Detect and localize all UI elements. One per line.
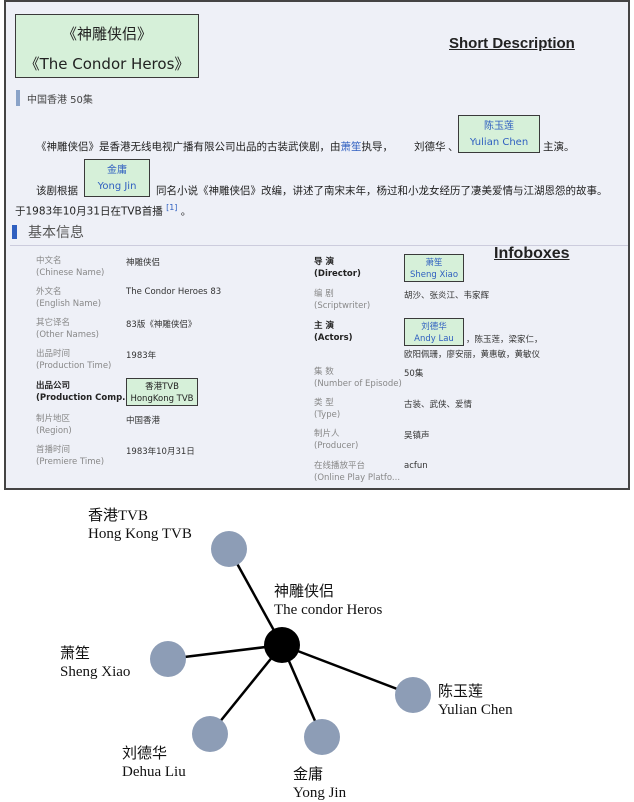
- info-value: The Condor Heroes 83: [126, 287, 222, 297]
- node-center: [264, 627, 300, 663]
- info-value: 1983年10月31日: [126, 447, 195, 457]
- info-value: 50集: [404, 369, 424, 379]
- actress-box: 陈玉莲 Yulian Chen: [458, 115, 540, 153]
- description-line-3: 于1983年10月31日在TVB首播 [1] 。: [15, 203, 192, 218]
- actors-links-2[interactable]: 欧阳佩珊，廖安丽，黄惠敏，黄敏仪: [404, 350, 541, 360]
- section-bar: [12, 225, 17, 239]
- info-value: 古装、武侠、爱情: [404, 400, 473, 410]
- node-sheng-xiao: [150, 641, 186, 677]
- region-episodes: 中国香港 50集: [27, 95, 93, 106]
- info-value: 吴镇声: [404, 431, 430, 441]
- director-box: 萧笙 Sheng Xiao: [404, 254, 464, 282]
- title-cn: 《神雕侠侣》: [61, 25, 152, 43]
- scriptwriter-links[interactable]: 胡沙、张炎江、韦家辉: [404, 291, 490, 301]
- edge-tvb: [227, 548, 284, 646]
- info-label: 主 演(Actors): [314, 321, 353, 343]
- reference-link[interactable]: [1]: [166, 203, 178, 212]
- info-label: 首播时间(Premiere Time): [36, 445, 105, 467]
- knowledge-graph: [150, 531, 431, 755]
- info-value: 神雕侠侣: [126, 258, 161, 268]
- info-value: 中国香港: [126, 416, 161, 426]
- short-description-label: Short Description: [449, 35, 575, 52]
- node-tvb: [211, 531, 247, 567]
- info-label: 类 型(Type): [314, 398, 341, 420]
- description-line-1: 《神雕侠侣》是香港无线电视广播有限公司出品的古装武侠剧，由萧笙执导，: [36, 141, 393, 153]
- info-value: 1983年: [126, 351, 157, 361]
- edge-dehua-liu: [209, 644, 283, 735]
- title-en: 《The Condor Heros》: [24, 55, 190, 73]
- info-label: 出品时间(Production Time): [36, 349, 112, 371]
- info-label: 导 演(Director): [314, 257, 361, 279]
- actors-links[interactable]: ，陈玉莲，梁家仁，: [466, 335, 543, 345]
- info-label: 在线播放平台(Online Play Platfo...: [314, 461, 401, 483]
- node-yulian-chen: [395, 677, 431, 713]
- section-divider: [10, 245, 628, 246]
- baike-screenshot-panel: 《神雕侠侣》 《The Condor Heros》 Short Descript…: [4, 0, 630, 490]
- info-label: 外文名(English Name): [36, 287, 102, 309]
- production-company-box: 香港TVB HongKong TVB: [126, 378, 198, 406]
- info-label: 中文名(Chinese Name): [36, 256, 105, 278]
- edge-sheng-xiao: [167, 643, 283, 661]
- info-label: 其它译名(Other Names): [36, 318, 99, 340]
- title-box: 《神雕侠侣》 《The Condor Heros》: [15, 14, 199, 78]
- section-title: 基本信息: [28, 225, 84, 241]
- info-label: 出品公司(Production Comp...: [36, 381, 132, 403]
- info-label: 编 剧(Scriptwriter): [314, 289, 371, 311]
- actor-box: 刘德华 Andy Lau: [404, 318, 464, 346]
- edge-yulian-chen: [281, 643, 414, 697]
- node-yong-jin: [304, 719, 340, 755]
- infoboxes-label: Infoboxes: [494, 245, 570, 262]
- info-value: acfun: [404, 461, 428, 471]
- info-label: 制片人(Producer): [314, 429, 359, 451]
- info-label: 制片地区(Region): [36, 414, 72, 436]
- node-dehua-liu: [192, 716, 228, 752]
- actor-link[interactable]: 刘德华: [414, 141, 446, 153]
- info-label: 集 数(Number of Episode): [314, 367, 402, 389]
- region-bar: [16, 90, 20, 106]
- director-link[interactable]: 萧笙: [340, 141, 362, 153]
- info-value: 83版《神雕侠侣》: [126, 320, 197, 330]
- author-box: 金庸 Yong Jin: [84, 159, 150, 197]
